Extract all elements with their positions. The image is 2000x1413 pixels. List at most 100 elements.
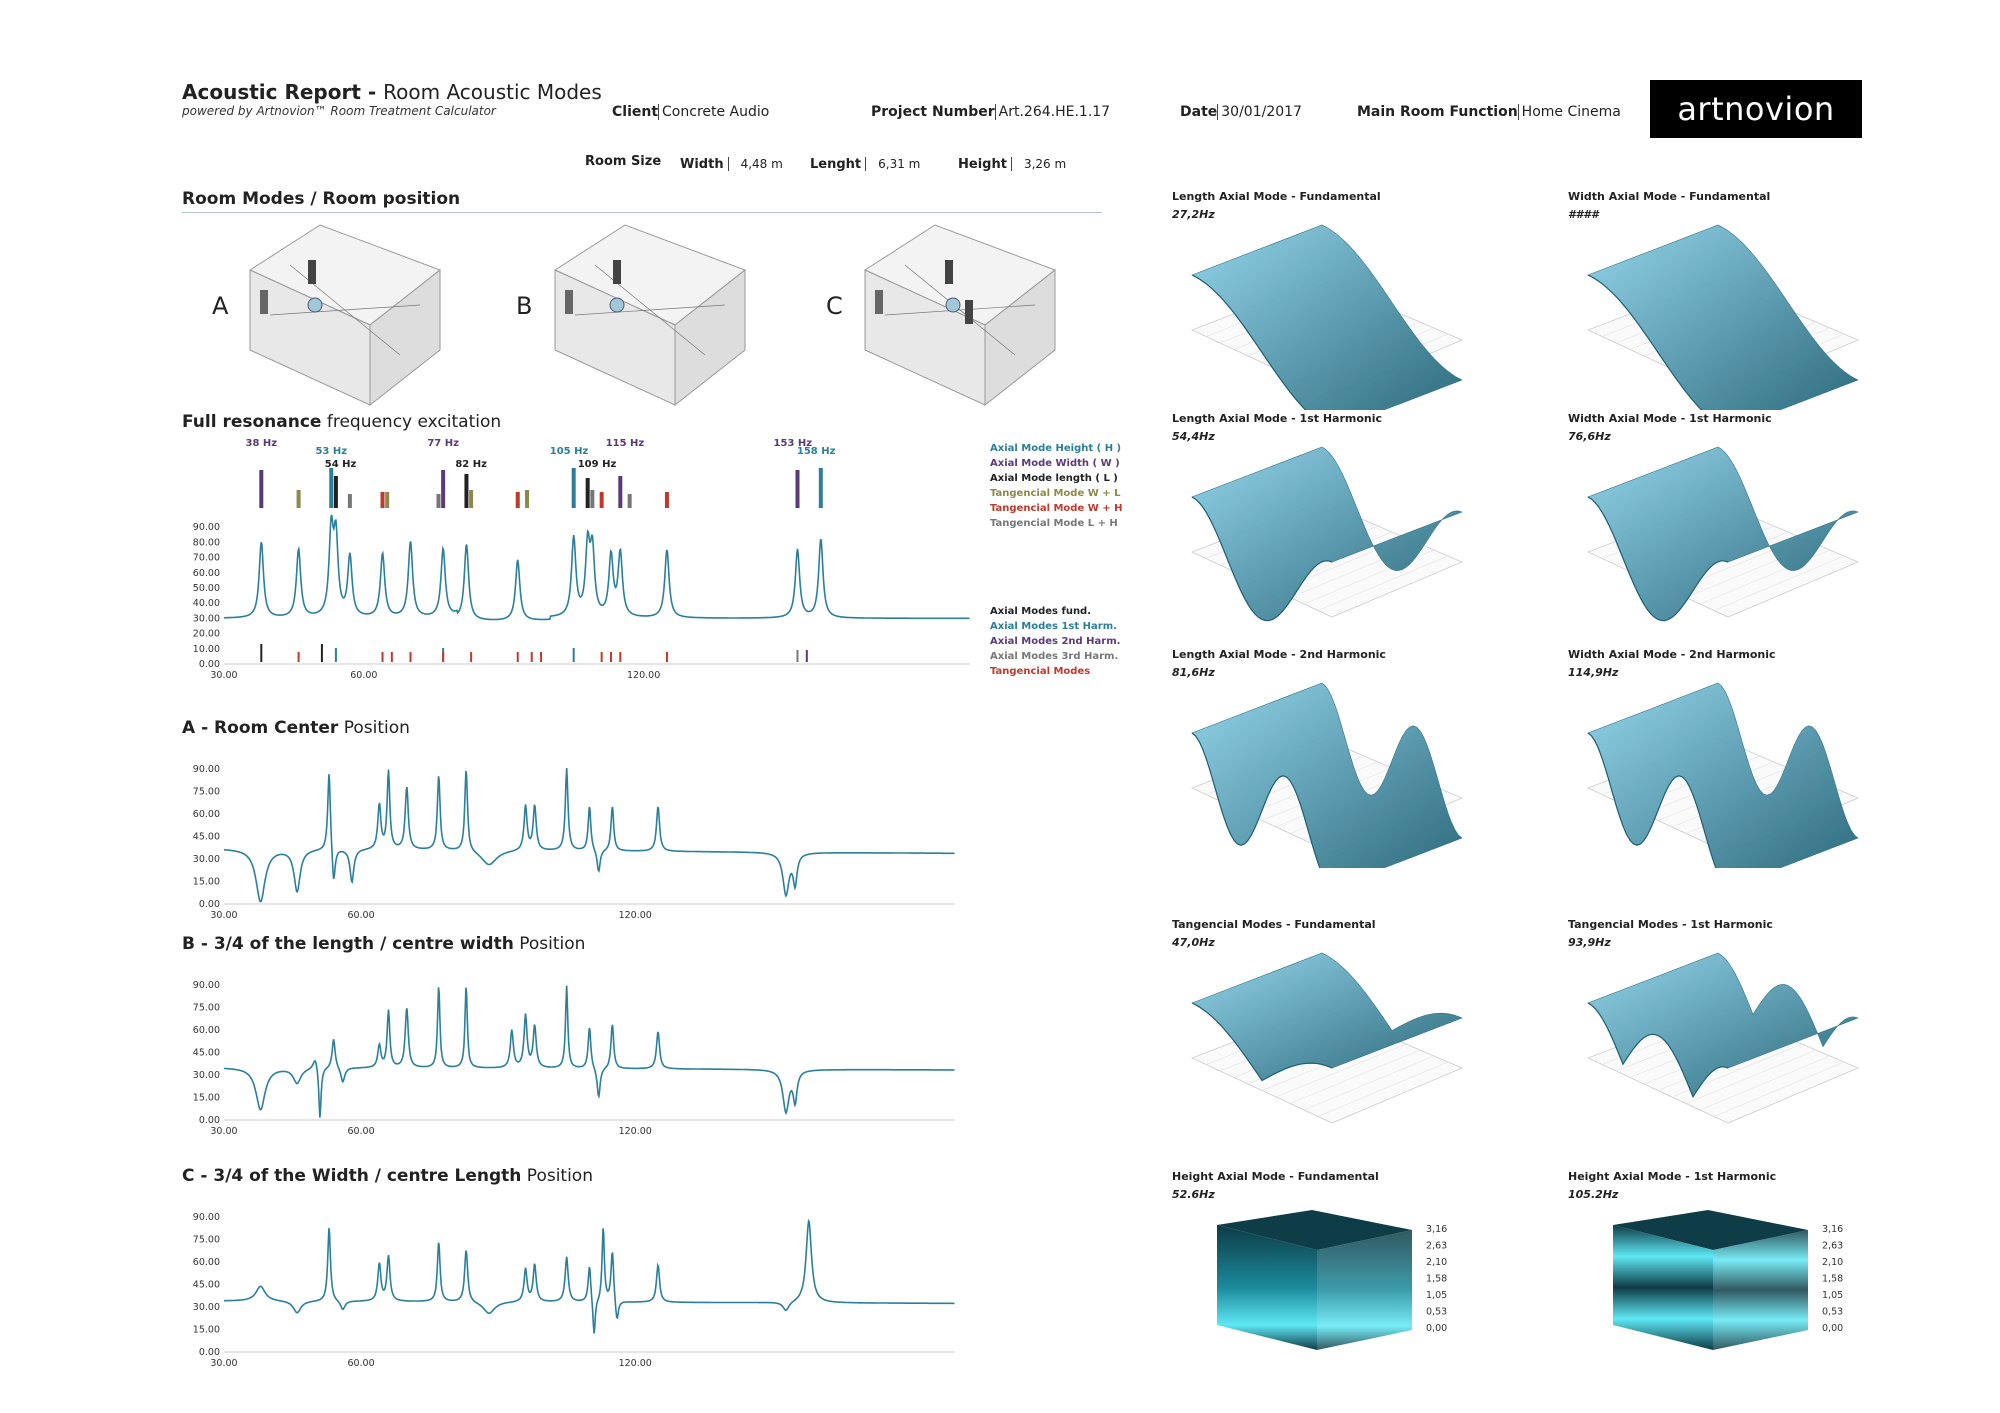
mode-surface-plot [1190, 224, 1464, 410]
position-b-title-light: Position [519, 934, 586, 954]
posA-x-tick: 120.00 [619, 910, 652, 921]
mode-plot-frequency: 93,9Hz [1568, 936, 1611, 949]
mode-surface-plot [1190, 446, 1464, 622]
resonance-y-tick: 20.00 [193, 629, 220, 640]
mode-bar [818, 468, 823, 508]
room-letter-a: A [212, 292, 229, 320]
date-label: Date [1180, 104, 1218, 120]
posA-y-tick: 15.00 [193, 877, 220, 888]
room-width-value: 4,48 m [727, 157, 783, 171]
mode-tick [600, 652, 603, 662]
room-height-label: Height [958, 157, 1007, 172]
project-label: Project Number [871, 104, 995, 120]
mode-bar [380, 492, 385, 508]
mode-tick [297, 652, 300, 662]
mode-bar [464, 474, 469, 508]
height-tick: 0,00 [1822, 1323, 1843, 1334]
mode-plot-frequency: 52.6Hz [1172, 1188, 1215, 1201]
mode-plot-title: Width Axial Mode - 2nd Harmonic [1568, 648, 1776, 661]
position-a-title-bold: A - Room Center [182, 718, 339, 738]
mode-surface-plot [1586, 224, 1860, 410]
resonance-x-tick: 30.00 [210, 670, 237, 681]
posB-y-tick: 60.00 [193, 1025, 220, 1036]
mode-plot-frequency: 27,2Hz [1172, 208, 1215, 221]
room-box-c [863, 224, 1057, 407]
mode-surface-plot [1190, 682, 1464, 868]
posC-y-tick: 30.00 [193, 1302, 220, 1313]
posA-x-tick: 30.00 [210, 910, 237, 921]
mode-bar [664, 492, 669, 508]
posB-x-tick: 30.00 [210, 1126, 237, 1137]
height-tick: 2,10 [1426, 1257, 1447, 1268]
resonance-y-tick: 70.00 [193, 553, 220, 564]
client-label: Client [612, 104, 659, 120]
posB-y-tick: 30.00 [193, 1070, 220, 1081]
peak-label: 153 Hz [774, 438, 813, 449]
mode-bar [469, 490, 474, 508]
mode-tick [516, 652, 519, 662]
mode-bar [441, 470, 446, 508]
mode-bar [333, 476, 338, 508]
mode-bar [571, 468, 576, 508]
mode-tick [390, 652, 393, 662]
resonance-y-tick: 60.00 [193, 568, 220, 579]
height-tick: 2,63 [1426, 1241, 1447, 1252]
legend-modes: Axial Mode Height ( H )Axial Mode Width … [990, 441, 1122, 531]
peak-label: 82 Hz [455, 459, 487, 470]
report-title-bold: Acoustic Report - [182, 80, 377, 104]
room-box-b [553, 224, 747, 407]
position-b-title-bold: B - 3/4 of the length / centre width [182, 934, 514, 954]
mode-tick [409, 652, 412, 662]
mode-plot-frequency: 81,6Hz [1172, 666, 1215, 679]
peak-label: 109 Hz [578, 459, 617, 470]
posC-y-tick: 15.00 [193, 1325, 220, 1336]
mode-tick [572, 648, 575, 662]
posB-y-tick: 90.00 [193, 980, 220, 991]
mode-tick [320, 644, 323, 662]
function-label: Main Room Function [1357, 104, 1518, 120]
mode-bar [347, 494, 352, 508]
legend-bottom-item: Axial Modes 1st Harm. [990, 621, 1117, 632]
room-length-value: 6,31 m [865, 157, 921, 171]
posA-y-tick: 30.00 [193, 854, 220, 865]
room-length-label: Lenght [810, 157, 862, 172]
posB-x-tick: 120.00 [619, 1126, 652, 1137]
resonance-x-tick: 60.00 [350, 670, 377, 681]
function-value: Home Cinema [1517, 104, 1621, 120]
mode-surface-plot [1586, 682, 1860, 868]
artnovion-logo: artnovion [1650, 80, 1862, 138]
peak-label: 158 Hz [797, 446, 836, 457]
resonance-title-bold: Full resonance [182, 412, 322, 432]
height-tick: 1,58 [1426, 1274, 1447, 1285]
position-c-title-light: Position [526, 1166, 593, 1186]
mode-plot-title: Width Axial Mode - Fundamental [1568, 190, 1771, 203]
legend-top-item: Axial Mode length ( L ) [990, 473, 1118, 484]
mode-bar [259, 470, 264, 508]
mode-plot-title: Tangencial Modes - Fundamental [1172, 918, 1376, 931]
posB-y-tick: 0.00 [199, 1115, 220, 1126]
posB-y-tick: 45.00 [193, 1048, 220, 1059]
mode-plot-frequency: #### [1568, 208, 1599, 221]
peak-label: 54 Hz [325, 459, 357, 470]
height-tick: 3,16 [1426, 1224, 1447, 1235]
mode-tick [470, 652, 473, 662]
mode-tick [805, 650, 808, 662]
posB-line [224, 985, 955, 1118]
report-title-light: Room Acoustic Modes [383, 80, 602, 104]
resonance-y-tick: 80.00 [193, 537, 220, 548]
mode-tick [619, 652, 622, 662]
resonance-y-tick: 0.00 [199, 659, 220, 670]
resonance-y-tick: 50.00 [193, 583, 220, 594]
mode-surface-plot [1190, 952, 1464, 1124]
legend-top-item: Tangencial Mode L + H [990, 518, 1118, 529]
mode-bar [385, 492, 390, 508]
mode-tick [381, 652, 384, 662]
posC-y-tick: 75.00 [193, 1235, 220, 1246]
height-tick: 0,53 [1426, 1307, 1447, 1318]
height-tick: 1,05 [1426, 1290, 1447, 1301]
posC-line [224, 1218, 955, 1334]
posB-y-tick: 15.00 [193, 1093, 220, 1104]
